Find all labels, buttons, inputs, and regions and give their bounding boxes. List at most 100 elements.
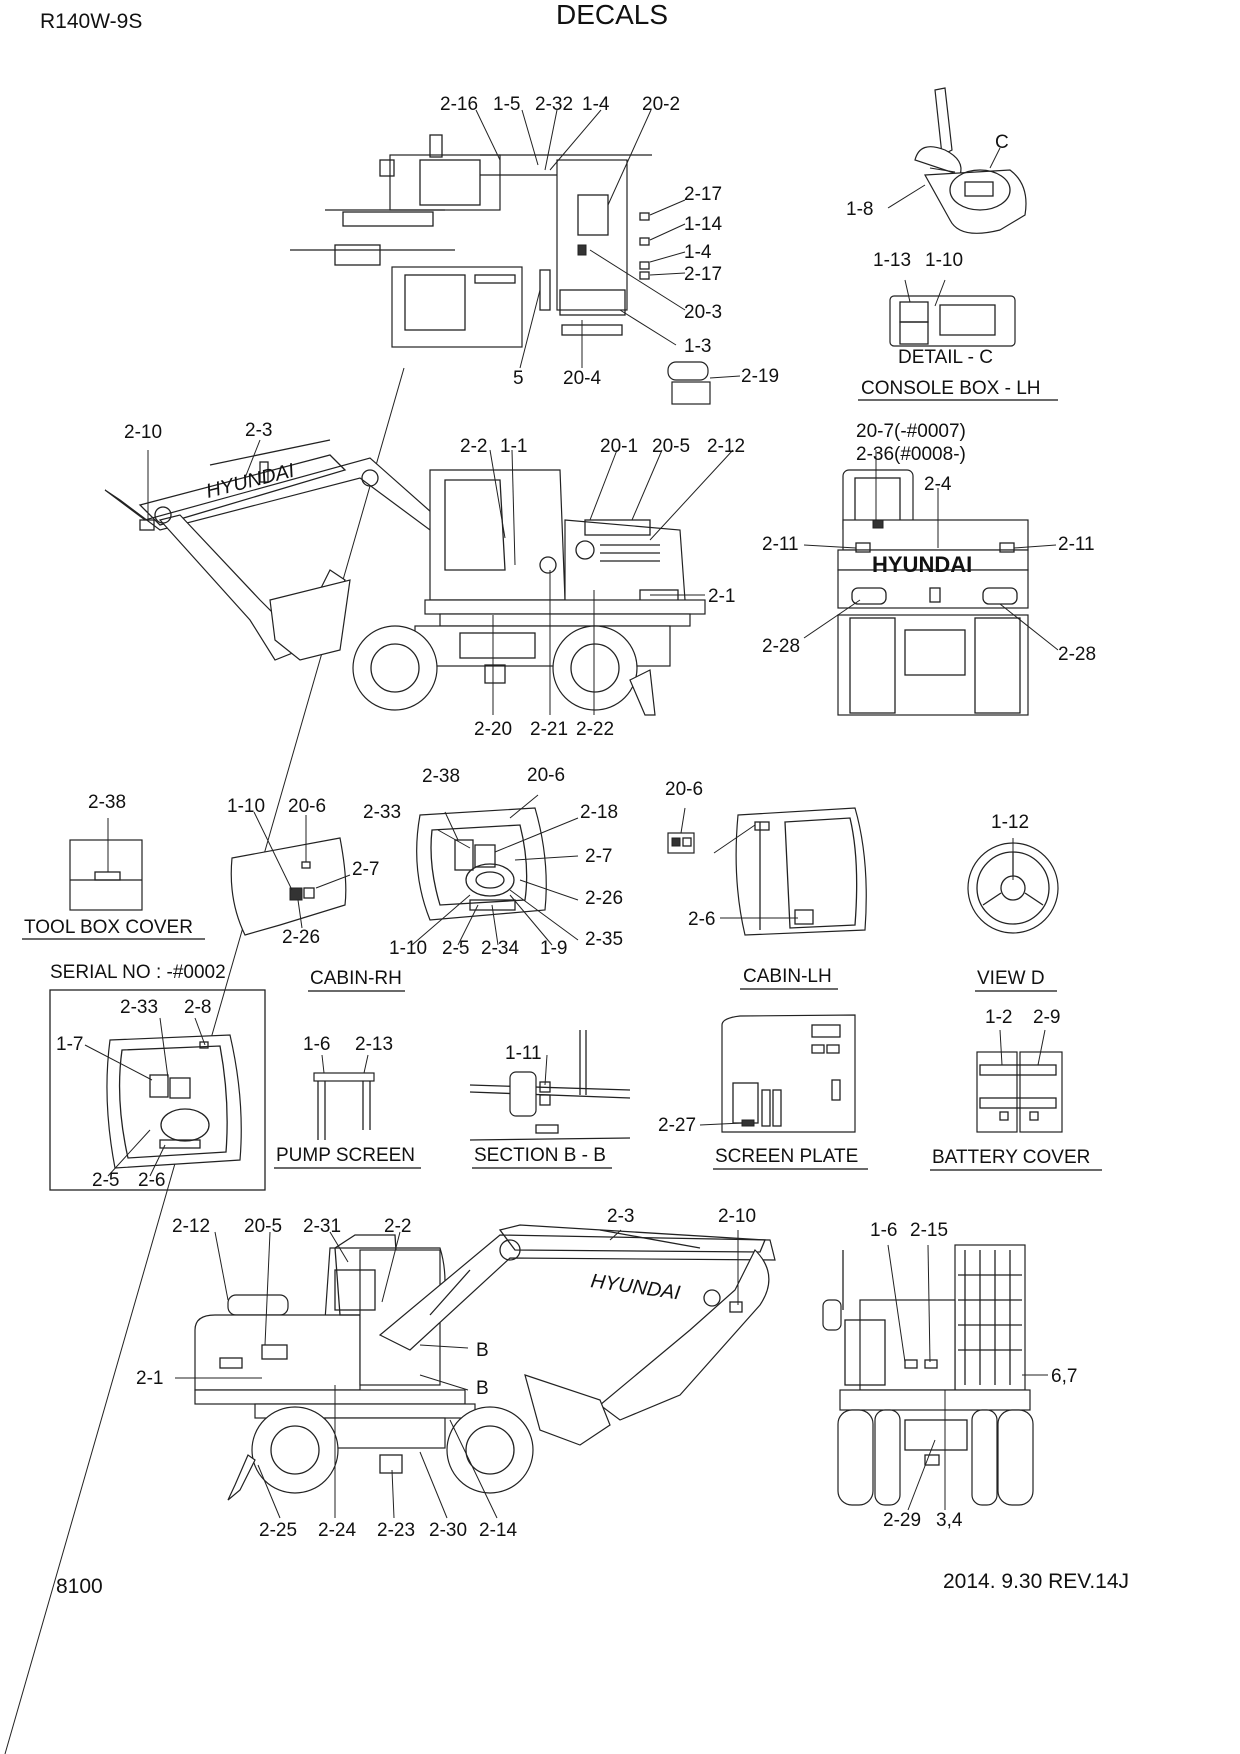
label-2-5-cab: 2-5	[442, 938, 469, 959]
label-2-31-left: 2-31	[303, 1216, 341, 1237]
label-2-8-serial: 2-8	[184, 997, 211, 1018]
label-2-25-left: 2-25	[259, 1520, 297, 1541]
annotation-c: C	[995, 132, 1009, 153]
serial-note: SERIAL NO : -#0002	[50, 962, 226, 983]
label-2-12: 2-12	[707, 436, 745, 457]
label-2-7-cab: 2-7	[585, 846, 612, 867]
screen-plate-drawing	[699, 1014, 856, 1133]
revision-date: 2014. 9.30 REV.14J	[943, 1570, 1129, 1593]
label-2-12-left: 2-12	[172, 1216, 210, 1237]
label-2-3-left: 2-3	[607, 1206, 634, 1227]
label-2-32: 2-32	[535, 94, 573, 115]
label-20-6-cab: 20-6	[527, 765, 565, 786]
label-2-16: 2-16	[440, 94, 478, 115]
caption-detail-c: DETAIL - C	[898, 347, 993, 368]
brand-hyundai-rear: HYUNDAI	[872, 552, 972, 577]
label-2-1-left: 2-1	[136, 1368, 163, 1389]
label-2-3: 2-3	[245, 420, 272, 441]
label-1-11: 1-11	[505, 1043, 542, 1064]
label-20-5: 20-5	[652, 436, 690, 457]
caption-screen-plate: SCREEN PLATE	[715, 1146, 858, 1167]
label-1-3: 1-3	[684, 336, 711, 357]
label-1-1: 1-1	[500, 436, 527, 457]
caption-cabin-rh: CABIN-RH	[310, 968, 402, 989]
label-2-15-front: 2-15	[910, 1220, 948, 1241]
front-view-excavator	[822, 1244, 1048, 1511]
cabin-rh-drawing	[230, 811, 351, 936]
caption-console-box: CONSOLE BOX - LH	[861, 378, 1041, 399]
label-2-2: 2-2	[460, 436, 487, 457]
label-1-10: 1-10	[925, 250, 963, 271]
label-1-7-serial: 1-7	[56, 1034, 83, 1055]
label-2-10-left: 2-10	[718, 1206, 756, 1227]
label-3-4-front: 3,4	[936, 1510, 963, 1531]
label-1-10-cabin-rh: 1-10	[227, 796, 265, 817]
label-2-23-left: 2-23	[377, 1520, 415, 1541]
label-2-22: 2-22	[576, 719, 614, 740]
caption-battery-cover: BATTERY COVER	[932, 1147, 1090, 1168]
caption-section-bb: SECTION B - B	[474, 1145, 606, 1166]
label-2-36: 2-36(#0008-)	[856, 444, 966, 465]
annotation-b-upper: B	[476, 1340, 489, 1361]
label-2-1: 2-1	[708, 586, 735, 607]
caption-tool-box-cover: TOOL BOX COVER	[24, 917, 193, 938]
label-2-14-left: 2-14	[479, 1520, 517, 1541]
label-1-2: 1-2	[985, 1007, 1012, 1028]
label-1-10-cab: 1-10	[389, 938, 427, 959]
label-2-26-cabin-rh: 2-26	[282, 927, 320, 948]
serial-box-frame	[49, 989, 266, 1191]
label-20-2: 20-2	[642, 94, 680, 115]
cab-interior-drawing	[411, 794, 579, 946]
serial-cab-drawing	[84, 1017, 242, 1177]
label-20-6-cabin-lh: 20-6	[665, 779, 703, 800]
label-2-19: 2-19	[741, 366, 779, 387]
label-2-13-pump: 2-13	[355, 1034, 393, 1055]
label-2-38-toolbox: 2-38	[88, 792, 126, 813]
cabin-lh-drawing	[667, 807, 867, 936]
caption-view-d: VIEW D	[977, 968, 1045, 989]
label-1-4: 1-4	[582, 94, 610, 115]
label-1-13: 1-13	[873, 250, 911, 271]
annotation-b-lower: B	[476, 1378, 489, 1399]
label-1-12: 1-12	[991, 812, 1029, 833]
label-6-7-front: 6,7	[1051, 1366, 1077, 1387]
steering-wheel-drawing	[967, 838, 1059, 934]
label-2-20: 2-20	[474, 719, 512, 740]
label-2-11-right: 2-11	[1058, 534, 1095, 555]
section-bb-drawing	[469, 1030, 631, 1141]
label-2-6-cabin-lh: 2-6	[688, 909, 715, 930]
label-2-7-cabin-rh: 2-7	[352, 859, 379, 880]
label-2-38-cab: 2-38	[422, 766, 460, 787]
label-2-18-cab: 2-18	[580, 802, 618, 823]
label-1-5: 1-5	[493, 94, 520, 115]
label-2-26-cab: 2-26	[585, 888, 623, 909]
tool-box-cover-drawing	[69, 818, 143, 911]
label-2-5-serial: 2-5	[92, 1170, 119, 1191]
label-1-6-front: 1-6	[870, 1220, 897, 1241]
side-view-excavator	[104, 439, 734, 716]
label-20-6-cabin-rh: 20-6	[288, 796, 326, 817]
label-2-11-left: 2-11	[762, 534, 799, 555]
label-2-30-left: 2-30	[429, 1520, 467, 1541]
label-2-21: 2-21	[530, 719, 568, 740]
label-20-3: 20-3	[684, 302, 722, 323]
joystick-console-drawing	[887, 87, 1027, 347]
label-20-7: 20-7(-#0007)	[856, 421, 966, 442]
label-2-27: 2-27	[658, 1115, 696, 1136]
label-2-17: 2-17	[684, 264, 722, 285]
caption-pump-screen: PUMP SCREEN	[276, 1145, 415, 1166]
label-2-24-left: 2-24	[318, 1520, 356, 1541]
label-2-33-cab: 2-33	[363, 802, 401, 823]
label-2-34-cab: 2-34	[481, 938, 519, 959]
label-2-29-front: 2-29	[883, 1510, 921, 1531]
brand-hyundai-left: HYUNDAI	[589, 1270, 682, 1304]
label-1-14: 1-14	[684, 214, 722, 235]
label-2-28-left: 2-28	[762, 636, 800, 657]
drawing-title: DECALS	[556, 0, 668, 30]
rear-view-excavator	[803, 450, 1059, 716]
label-20-1: 20-1	[600, 436, 638, 457]
label-20-5-left: 20-5	[244, 1216, 282, 1237]
label-2-9: 2-9	[1033, 1007, 1060, 1028]
label-2-17: 2-17	[684, 184, 722, 205]
